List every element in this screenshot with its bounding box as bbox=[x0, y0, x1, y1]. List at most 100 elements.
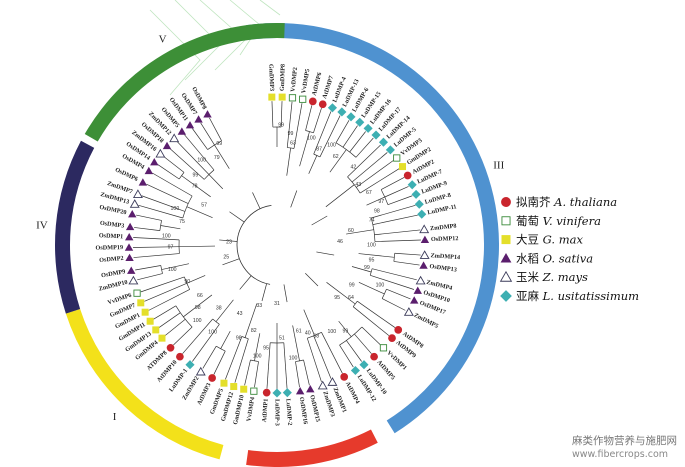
os-marker-icon bbox=[295, 386, 305, 395]
internal-branch bbox=[208, 174, 224, 190]
bootstrap-value: 100 bbox=[253, 353, 262, 359]
leaf-GmDMP3: GmDMP3 bbox=[267, 64, 276, 101]
leaf-branch bbox=[209, 117, 222, 141]
leaf-branch bbox=[202, 345, 217, 369]
leaf-branch bbox=[303, 359, 310, 386]
leaf-branch bbox=[381, 298, 406, 311]
leaf-OsDMP3: OsDMP3 bbox=[100, 220, 135, 231]
clade-arc-V bbox=[84, 22, 285, 142]
internal-branch bbox=[186, 206, 213, 218]
bootstrap-value: 100 bbox=[376, 283, 385, 289]
clade-label-V: V bbox=[159, 34, 167, 46]
leaf-branch bbox=[271, 101, 274, 128]
leaf-branch bbox=[372, 214, 418, 225]
lu-marker-icon bbox=[414, 199, 424, 209]
at-legend-icon bbox=[501, 197, 511, 207]
gm-marker-icon bbox=[278, 93, 286, 101]
bootstrap-value: 100 bbox=[193, 318, 202, 324]
gm-marker-icon bbox=[146, 317, 154, 325]
leaf-branch bbox=[356, 160, 394, 188]
internal-branch bbox=[308, 155, 318, 174]
bootstrap-value: 98 bbox=[236, 336, 242, 342]
leaf-branch bbox=[286, 101, 293, 148]
bootstrap-value: 99 bbox=[342, 328, 348, 334]
leaf-branch bbox=[133, 246, 180, 248]
leaf-branch bbox=[200, 122, 215, 146]
leaf-branch bbox=[144, 282, 187, 302]
tree-branches bbox=[133, 101, 421, 389]
leaf-branch bbox=[372, 268, 417, 281]
legend-row-at: 拟南芥 A. thaliana bbox=[501, 195, 617, 209]
bootstrap-values: 9999631008710062424367979874604610095991… bbox=[162, 123, 384, 362]
leaf-label: OsDMP15 bbox=[308, 394, 321, 422]
vv-marker-icon bbox=[133, 289, 141, 297]
leaf-branch bbox=[163, 156, 185, 173]
os-marker-icon bbox=[177, 127, 187, 135]
gm-legend-icon bbox=[501, 235, 511, 245]
bootstrap-value: 99 bbox=[288, 131, 294, 137]
at-marker-icon bbox=[208, 374, 216, 382]
internal-arc bbox=[212, 318, 220, 325]
gm-marker-icon bbox=[158, 334, 166, 342]
lu-marker-icon bbox=[417, 209, 427, 219]
leaf-label: VvDMP4 bbox=[246, 397, 257, 423]
zm-marker-icon bbox=[419, 224, 430, 234]
bootstrap-value: 68 bbox=[313, 334, 319, 340]
leaf-label: OsDMP12 bbox=[431, 235, 459, 243]
internal-arc bbox=[175, 305, 193, 328]
leaf-branch bbox=[244, 359, 251, 386]
clade-roman-labels: IIIIIIIVV bbox=[36, 34, 505, 424]
lu-marker-icon bbox=[337, 107, 347, 117]
legend-row-vv: 葡萄 V. vinifera bbox=[501, 214, 601, 228]
bootstrap-value: 78 bbox=[192, 183, 198, 189]
os-marker-icon bbox=[128, 210, 137, 218]
internal-arc bbox=[305, 130, 314, 134]
leaf-branch bbox=[349, 131, 366, 153]
leaf-OsDMP2: OsDMP2 bbox=[99, 253, 134, 264]
leaf-branch bbox=[384, 186, 409, 198]
internal-branch bbox=[346, 229, 374, 235]
os-marker-icon bbox=[124, 243, 134, 251]
leaf-branch bbox=[386, 288, 411, 300]
leaf-label: AtDMP1 bbox=[261, 398, 270, 422]
deep-branch bbox=[222, 258, 240, 266]
bootstrap-value: 51 bbox=[279, 335, 285, 341]
internal-branch bbox=[215, 299, 234, 322]
legend-row-lu: 亚麻 L. usitatissimum bbox=[500, 289, 639, 303]
internal-arc bbox=[184, 276, 190, 290]
clade-label-IV: IV bbox=[36, 219, 48, 231]
os-marker-icon bbox=[138, 178, 148, 186]
legend-row-os: 水稻 O. sativa bbox=[500, 251, 593, 265]
legend-label: 玉米 Z. mays bbox=[516, 270, 588, 284]
bootstrap-value: 100 bbox=[328, 329, 337, 335]
vv-marker-icon bbox=[379, 344, 388, 352]
internal-branch bbox=[161, 263, 190, 270]
leaf-branch bbox=[342, 125, 358, 148]
leaf-LuDMP-3: LuDMP-3 bbox=[272, 388, 282, 426]
zm-marker-icon bbox=[195, 366, 206, 376]
lu-marker-icon bbox=[359, 360, 369, 370]
leaf-label: LuDMP-8 bbox=[424, 192, 452, 206]
leaf-branch bbox=[146, 183, 189, 204]
leaf-label: OsDMP20 bbox=[99, 204, 127, 217]
bootstrap-value: 98 bbox=[195, 305, 201, 311]
zm-marker-icon bbox=[419, 250, 430, 259]
deep-branch bbox=[311, 215, 328, 226]
leaf-branch bbox=[339, 344, 354, 368]
bootstrap-value: 99 bbox=[278, 123, 284, 129]
bootstrap-value: 100 bbox=[367, 243, 376, 249]
lu-marker-icon bbox=[272, 388, 282, 398]
clade-arc-IV bbox=[54, 140, 95, 314]
leaf-ZmDMP8: ZmDMP8 bbox=[419, 223, 457, 234]
bootstrap-value: 100 bbox=[307, 135, 316, 141]
at-marker-icon bbox=[166, 343, 175, 352]
internal-branch bbox=[186, 275, 206, 284]
leaf-branch bbox=[157, 164, 180, 180]
clade-arc-II bbox=[246, 429, 378, 467]
bootstrap-value: 99 bbox=[193, 173, 199, 179]
bootstrap-value: 79 bbox=[214, 155, 220, 161]
leaf-branch bbox=[182, 318, 213, 354]
bootstrap-value: 42 bbox=[350, 165, 356, 171]
